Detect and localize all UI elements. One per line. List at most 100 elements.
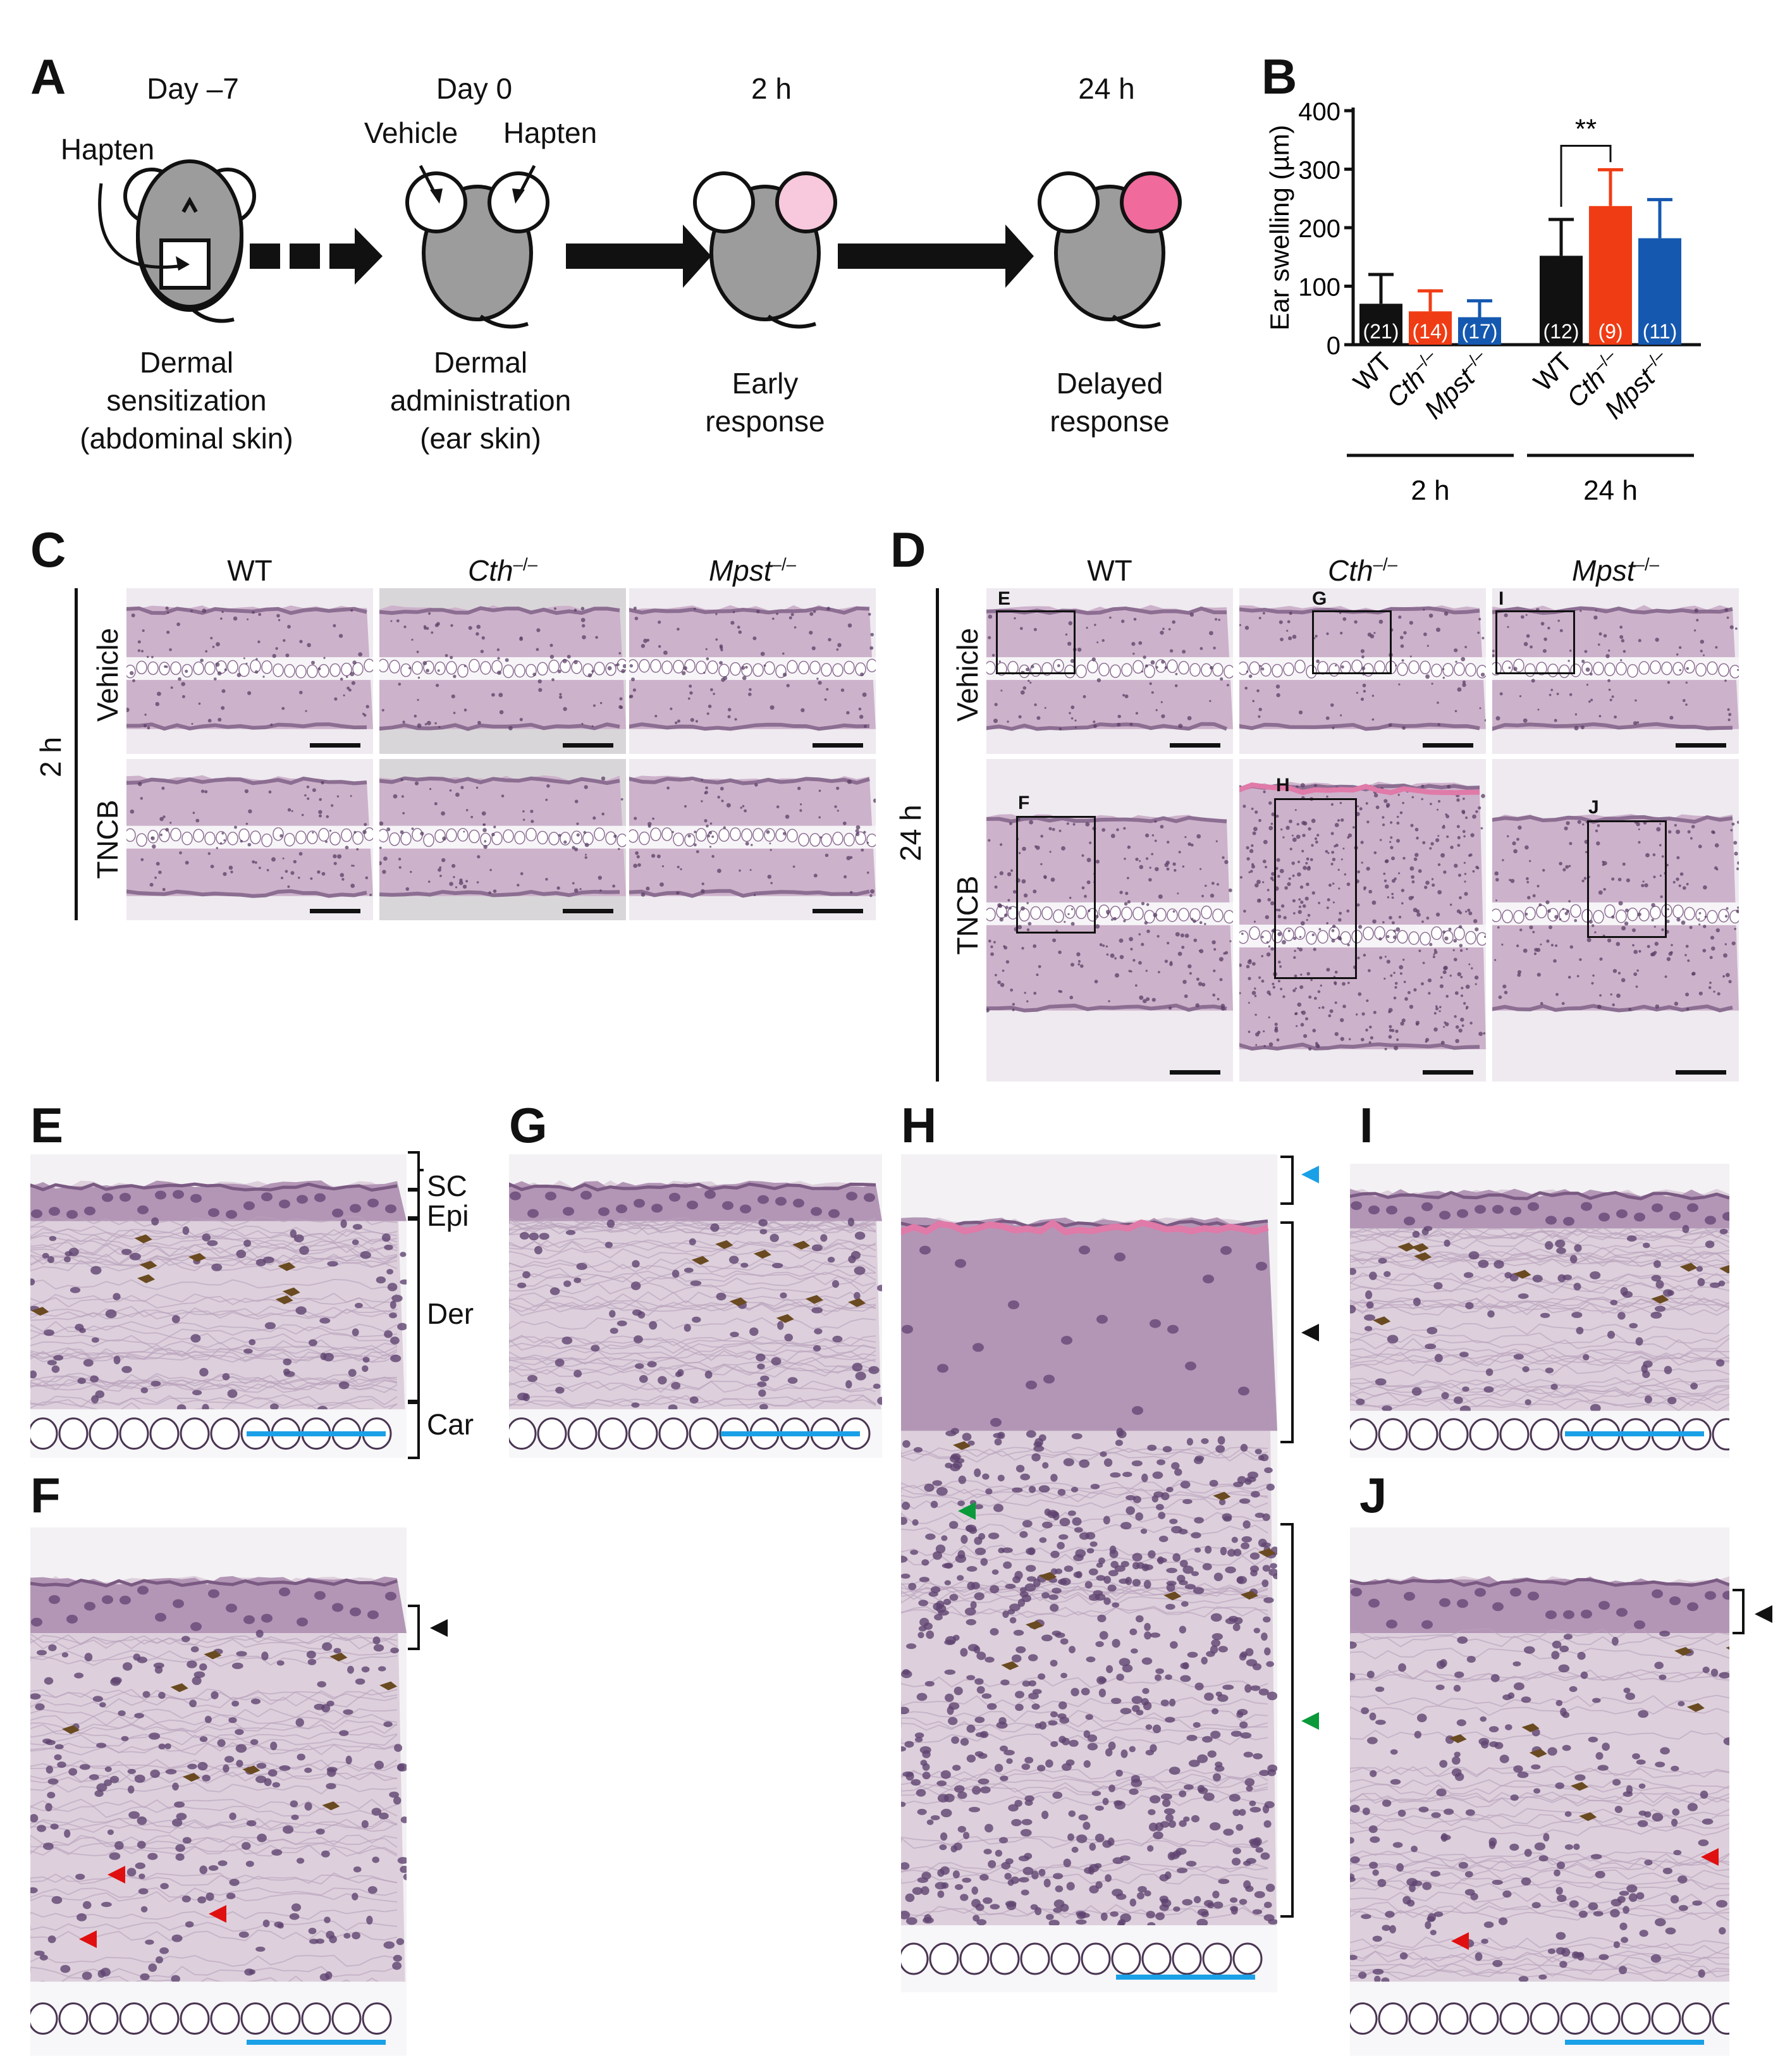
step4-line1: Delayed — [1056, 367, 1163, 400]
scale-bar — [1423, 1070, 1473, 1075]
histology-c-wt-tncb — [126, 759, 373, 920]
panel-label-e: E — [30, 1097, 64, 1153]
col-head-c-wt: WT — [227, 554, 273, 587]
histology-d-cth-tncb — [1239, 759, 1486, 1082]
scale-bar — [1116, 1975, 1255, 1980]
dashed-arrow-icon — [250, 228, 383, 285]
col-head-d-cth: Cth–/– — [1328, 554, 1397, 587]
bar-n-label: (12) — [1543, 320, 1580, 343]
y-tick-label: 200 — [1298, 215, 1340, 243]
arrowhead-red-icon — [1701, 1848, 1719, 1866]
row-label-c-2h: 2 h — [34, 737, 67, 777]
panel-label-h: H — [901, 1097, 937, 1153]
layer-bracket-h — [1280, 1156, 1294, 1918]
panel-label-a: A — [30, 49, 66, 104]
panel-label-f: F — [30, 1467, 61, 1523]
scale-bar — [247, 1431, 386, 1436]
scale-bar — [563, 743, 613, 748]
histology-j — [1350, 1527, 1729, 2056]
timeline-day-minus7: Day –7 — [147, 72, 239, 105]
histology-h — [901, 1154, 1277, 1992]
arrowhead-black-icon — [1301, 1324, 1319, 1341]
group-label: 2 h — [1411, 475, 1449, 506]
scale-bar — [563, 909, 613, 913]
row-label-d-vehicle: Vehicle — [951, 627, 984, 722]
scale-bar — [813, 909, 863, 913]
arrow-1-icon — [566, 225, 711, 288]
layer-label-der: Der — [427, 1297, 474, 1330]
inset-box-f — [1016, 816, 1096, 934]
scale-bar — [1676, 1070, 1726, 1075]
timeline-24h: 24 h — [1078, 72, 1135, 105]
panel-label-c: C — [30, 522, 66, 577]
col-head-d-mpst: Mpst–/– — [1571, 554, 1660, 587]
histology-c-cth-tncb — [379, 759, 626, 920]
panel-label-j: J — [1359, 1467, 1387, 1523]
histology-c-mpst-tncb — [629, 759, 876, 920]
bar-n-label: (14) — [1413, 320, 1449, 343]
scale-bar — [310, 743, 360, 748]
arrowhead-blue-icon — [1301, 1166, 1319, 1183]
layer-label-sc: SC — [427, 1169, 467, 1202]
layer-bracket-e — [408, 1151, 424, 1459]
mouse-4-icon — [1038, 171, 1182, 329]
scale-bar — [1565, 2040, 1704, 2045]
epidermis-bracket-j — [1733, 1589, 1745, 1634]
arrowhead-red-icon — [107, 1866, 125, 1884]
histology-e — [30, 1154, 407, 1458]
epidermis-bracket-f — [408, 1605, 420, 1650]
arrowhead-black-icon — [430, 1619, 448, 1637]
step4-line2: response — [1050, 405, 1170, 438]
panel-label-i: I — [1359, 1097, 1373, 1153]
col-head-c-mpst: Mpst–/– — [708, 554, 797, 587]
label-hapten-2: Hapten — [503, 116, 598, 149]
step2-line2: administration — [390, 384, 572, 417]
label-hapten-1: Hapten — [60, 133, 155, 166]
inset-box-h — [1274, 798, 1357, 979]
scale-bar — [247, 2040, 386, 2045]
histology-d-wt-tncb — [986, 759, 1233, 1082]
inset-box-e — [996, 610, 1076, 674]
arrowhead-red-icon — [209, 1905, 226, 1923]
row-bracket-c — [75, 588, 78, 920]
layer-label-car: Car — [427, 1408, 474, 1441]
step1-line3: (abdominal skin) — [80, 422, 293, 455]
step3-line2: response — [705, 405, 825, 438]
histology-d-mpst-vehicle — [1492, 588, 1739, 754]
step1-line1: Dermal — [139, 346, 234, 379]
inset-label-h: H — [1276, 775, 1290, 796]
bar — [1409, 311, 1452, 345]
scale-bar — [1170, 743, 1220, 748]
histology-d-wt-vehicle — [986, 588, 1233, 754]
timeline-illustration — [98, 159, 1182, 329]
scale-bar — [1423, 743, 1473, 748]
histology-d-cth-vehicle — [1239, 588, 1486, 754]
scale-bar — [813, 743, 863, 748]
step1-line2: sensitization — [106, 384, 267, 417]
scale-bar — [721, 1431, 860, 1436]
arrow-2-icon — [838, 225, 1034, 288]
scale-bar — [1170, 1070, 1220, 1075]
arrowhead-green-icon — [958, 1502, 976, 1520]
significance-label: ** — [1575, 114, 1597, 145]
panel-label-d: D — [890, 522, 926, 577]
group-label: 24 h — [1583, 475, 1638, 506]
y-tick-label: 100 — [1298, 274, 1340, 302]
inset-box-j — [1587, 820, 1667, 938]
mouse-1-icon — [123, 159, 256, 323]
bar-n-label: (21) — [1363, 320, 1399, 343]
y-tick-label: 0 — [1327, 332, 1340, 360]
panel-label-g: G — [509, 1097, 548, 1153]
col-head-d-wt: WT — [1087, 554, 1132, 587]
bar — [1458, 317, 1501, 345]
histology-f — [30, 1527, 407, 2056]
inset-label-e: E — [998, 588, 1011, 609]
col-head-c-cth: Cth–/– — [468, 554, 537, 587]
bar — [1589, 206, 1632, 345]
arrowhead-black-icon — [1755, 1605, 1772, 1623]
mouse-3-icon — [693, 171, 837, 329]
bar — [1540, 256, 1583, 345]
y-axis-label: Ear swelling (µm) — [1265, 125, 1294, 330]
histology-d-mpst-tncb — [1492, 759, 1739, 1082]
inset-box-i — [1495, 610, 1575, 674]
